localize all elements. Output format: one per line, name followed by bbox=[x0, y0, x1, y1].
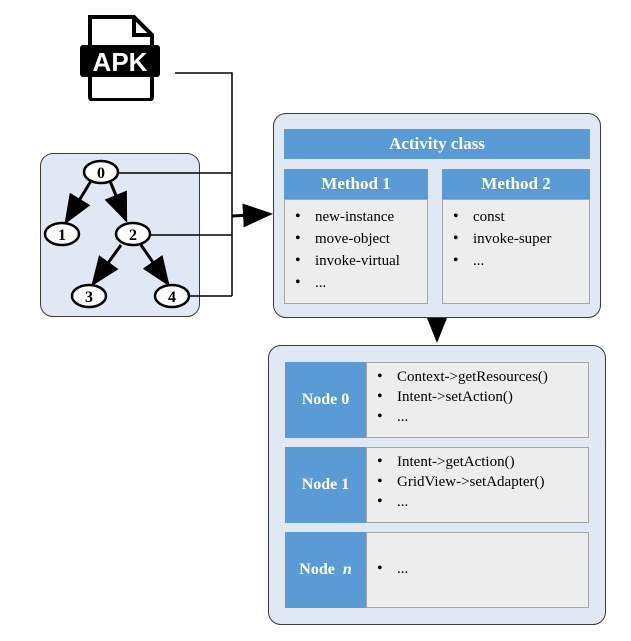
node-label: Node 0 bbox=[285, 362, 366, 438]
method-2-title: Method 2 bbox=[442, 169, 590, 199]
node-label-suffix: 0 bbox=[341, 391, 350, 408]
method-1-list-box: new-instance move-object invoke-virtual … bbox=[284, 199, 428, 304]
node-label-main: Node bbox=[301, 391, 338, 408]
node-label-suffix: 1 bbox=[341, 476, 350, 493]
node-items: Context->getResources() Intent->setActio… bbox=[367, 363, 588, 427]
node-items-box: ... bbox=[366, 532, 589, 608]
method-1-title: Method 1 bbox=[284, 169, 428, 199]
arrow-to-activity bbox=[231, 203, 273, 228]
list-item: ... bbox=[375, 407, 588, 427]
graph-node-0: 0 bbox=[97, 165, 105, 182]
method-2-list-box: const invoke-super ... bbox=[442, 199, 590, 304]
list-item: ... bbox=[451, 250, 589, 272]
method-1-box: Method 1 new-instance move-object invoke… bbox=[284, 169, 428, 304]
list-item: ... bbox=[293, 272, 427, 294]
list-item: const bbox=[451, 206, 589, 228]
node-items: Intent->getAction() GridView->setAdapter… bbox=[367, 448, 588, 512]
method-2-list: const invoke-super ... bbox=[443, 200, 589, 272]
node-label: Node 1 bbox=[285, 447, 366, 523]
node-items: ... bbox=[367, 533, 588, 579]
graph-node-1: 1 bbox=[58, 227, 66, 244]
nodes-panel: Node 0 Context->getResources() Intent->s… bbox=[268, 345, 606, 625]
activity-class-title: Activity class bbox=[284, 129, 590, 159]
node-items-box: Intent->getAction() GridView->setAdapter… bbox=[366, 447, 589, 523]
graph-node-3: 3 bbox=[85, 289, 93, 306]
node-label: Node n bbox=[285, 532, 366, 608]
list-item: Intent->setAction() bbox=[375, 387, 588, 407]
node-label-main: Node bbox=[299, 561, 335, 578]
node-items-box: Context->getResources() Intent->setActio… bbox=[366, 362, 589, 438]
method-2-box: Method 2 const invoke-super ... bbox=[442, 169, 590, 304]
node-row-n: Node n ... bbox=[285, 532, 589, 608]
node-row-0: Node 0 Context->getResources() Intent->s… bbox=[285, 362, 589, 438]
list-item: new-instance bbox=[293, 206, 427, 228]
method-1-list: new-instance move-object invoke-virtual … bbox=[285, 200, 427, 294]
list-item: move-object bbox=[293, 228, 427, 250]
list-item: Intent->getAction() bbox=[375, 452, 588, 472]
list-item: invoke-super bbox=[451, 228, 589, 250]
graph-node-2: 2 bbox=[129, 227, 137, 244]
apk-file-icon: APK bbox=[80, 15, 160, 102]
list-item: ... bbox=[375, 559, 588, 579]
graph-node-4: 4 bbox=[168, 289, 176, 306]
graph-edges bbox=[64, 180, 170, 287]
list-item: GridView->setAdapter() bbox=[375, 472, 588, 492]
node-label-suffix: n bbox=[342, 561, 352, 578]
list-item: ... bbox=[375, 492, 588, 512]
list-item: Context->getResources() bbox=[375, 367, 588, 387]
activity-class-panel: Activity class Method 1 new-instance mov… bbox=[273, 113, 601, 318]
list-item: invoke-virtual bbox=[293, 250, 427, 272]
node-row-1: Node 1 Intent->getAction() GridView->set… bbox=[285, 447, 589, 523]
apk-label: APK bbox=[93, 47, 148, 77]
node-label-main: Node bbox=[301, 476, 338, 493]
bus-lines bbox=[119, 72, 233, 297]
